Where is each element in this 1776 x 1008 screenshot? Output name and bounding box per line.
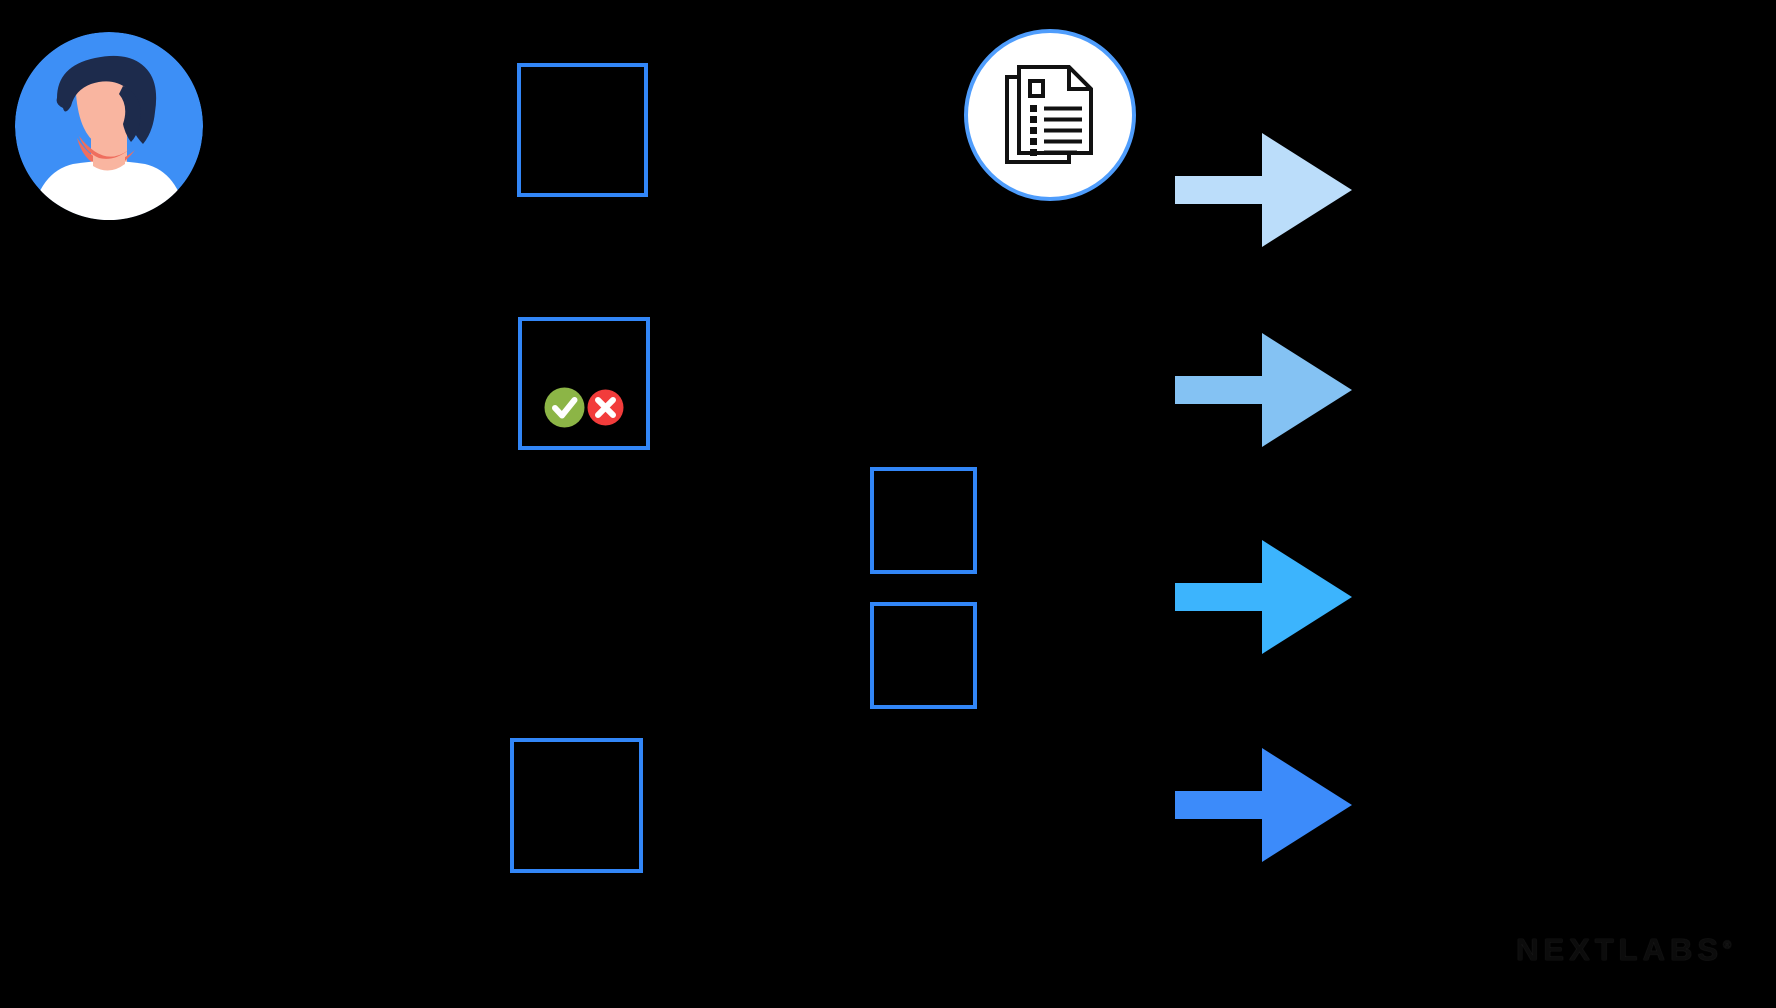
registered-mark: ® xyxy=(1723,939,1732,952)
output-box xyxy=(510,738,643,873)
request-box xyxy=(517,63,648,197)
detail-box-b xyxy=(870,602,977,709)
deny-cross-icon xyxy=(587,389,624,426)
flow-arrow-4 xyxy=(1175,748,1352,862)
flow-arrow-3 xyxy=(1175,540,1352,654)
flow-arrow-1 xyxy=(1175,133,1352,247)
logo-text: NEXTLABS xyxy=(1516,932,1724,967)
detail-box-a xyxy=(870,467,977,574)
flow-arrow-2 xyxy=(1175,333,1352,447)
avatar-hair xyxy=(56,55,157,144)
decision-badges xyxy=(522,387,646,428)
avatar-chin-shadow xyxy=(79,136,131,159)
user-avatar xyxy=(15,32,203,220)
user-avatar-icon xyxy=(15,32,203,220)
avatar-hair-side xyxy=(119,86,141,142)
avatar-shirt xyxy=(31,161,187,220)
nextlabs-logo: NEXTLABS® xyxy=(1516,934,1731,965)
document-checklist-icon xyxy=(1005,65,1093,164)
policy-documents-badge xyxy=(964,29,1136,201)
decision-box xyxy=(518,317,650,450)
approve-check-icon xyxy=(544,387,585,428)
avatar-face xyxy=(76,72,129,148)
